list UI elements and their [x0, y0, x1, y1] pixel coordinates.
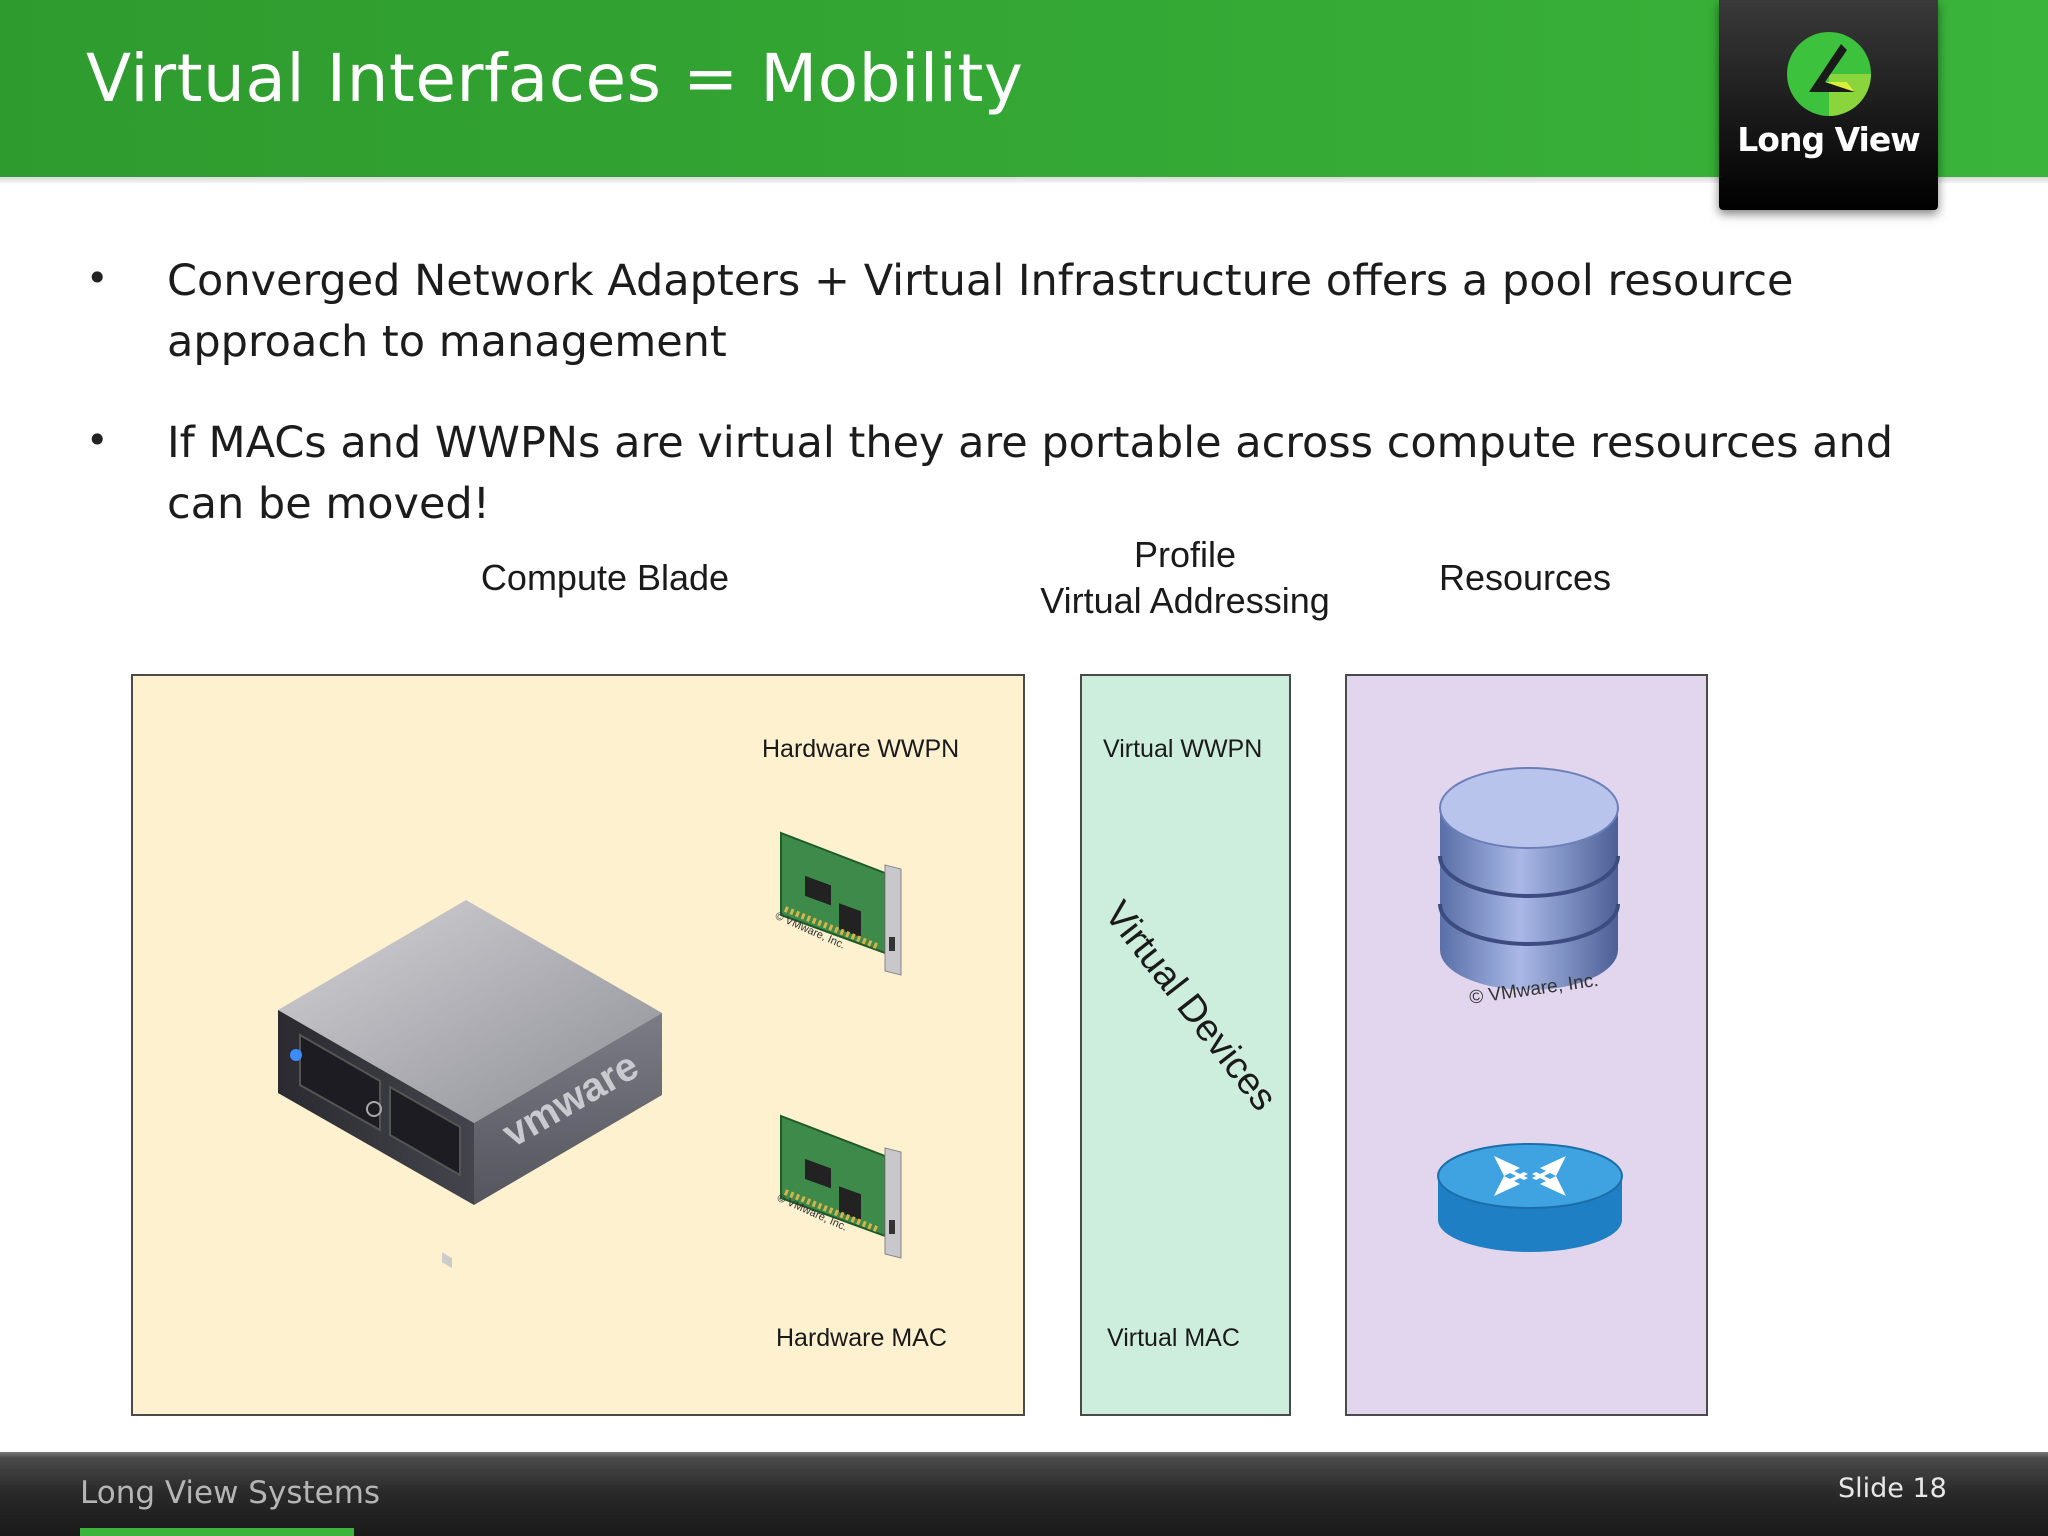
column-heading-profile-line1: Profile	[1133, 534, 1237, 575]
logo-text: Long View	[1737, 120, 1920, 159]
slide-number: Slide 18	[1838, 1473, 1947, 1504]
long-view-logo-icon	[1787, 32, 1871, 116]
server-icon	[278, 900, 662, 1269]
bullet-marker-2: •	[86, 418, 109, 462]
hardware-mac-label: Hardware MAC	[776, 1324, 947, 1352]
bullet-text-1: Converged Network Adapters + Virtual Inf…	[167, 256, 1794, 367]
virtual-mac-label: Virtual MAC	[1107, 1324, 1240, 1352]
router-icon	[1437, 1143, 1623, 1252]
column-heading-resources: Resources	[1438, 557, 1612, 598]
footer-brand: Long View Systems	[80, 1475, 381, 1511]
virtual-wwpn-label: Virtual WWPN	[1103, 735, 1263, 763]
bullet-text-2: If MACs and WWPNs are virtual they are p…	[167, 418, 1894, 529]
header-divider	[0, 177, 2048, 183]
column-heading-profile: Profile Virtual Addressing	[1010, 532, 1360, 624]
slide-title: Virtual Interfaces = Mobility	[86, 40, 1024, 117]
footer-accent-bar	[80, 1528, 354, 1536]
column-heading-compute-blade: Compute Blade	[480, 557, 730, 598]
long-view-logo: Long View	[1719, 0, 1938, 210]
bullet-marker-1: •	[86, 256, 109, 300]
slide-header	[0, 0, 2048, 177]
slide-footer	[0, 1452, 2048, 1536]
profile-virtual-addressing-panel	[1080, 674, 1291, 1416]
column-heading-profile-line2: Virtual Addressing	[1040, 580, 1330, 621]
hardware-wwpn-label: Hardware WWPN	[762, 735, 960, 763]
network-card-icon-mac	[780, 1114, 902, 1259]
storage-database-icon	[1438, 767, 1620, 990]
network-card-icon-wwpn	[780, 831, 902, 976]
